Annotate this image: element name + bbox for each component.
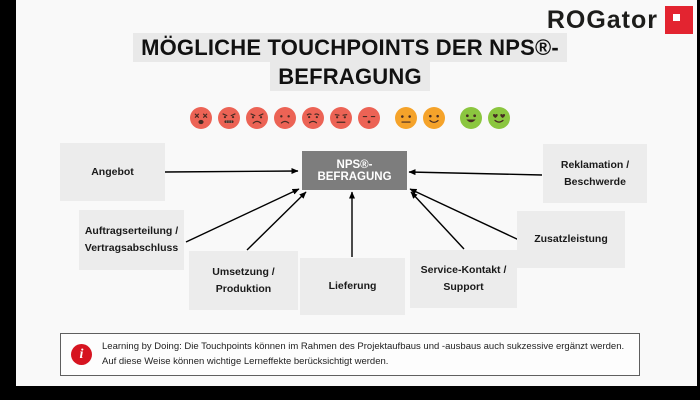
emoji-angry-gritted-teeth-face bbox=[218, 107, 240, 129]
nps-emoji-scale bbox=[0, 107, 700, 129]
touchpoint-service-kontakt: Service-Kontakt / Support bbox=[410, 250, 517, 308]
emoji-unamused-face bbox=[330, 107, 352, 129]
touchpoint-umsetzung: Umsetzung / Produktion bbox=[189, 251, 298, 310]
rogator-logo-mark-icon bbox=[665, 6, 693, 34]
left-black-bar bbox=[0, 0, 16, 386]
info-note-text: Learning by Doing: Die Touchpoints könne… bbox=[102, 341, 625, 367]
rogator-logo-text: ROGator bbox=[546, 6, 658, 34]
slide-title-line-1: MÖGLICHE TOUCHPOINTS DER NPS®- bbox=[133, 33, 567, 62]
arrow-service-kontakt-to-nps bbox=[410, 191, 465, 250]
arrow-angebot-to-nps bbox=[164, 168, 299, 175]
emoji-dead-face bbox=[190, 107, 212, 129]
touchpoint-angebot: Angebot bbox=[60, 143, 165, 201]
touchpoint-zusatzleistung: Zusatzleistung bbox=[517, 211, 625, 268]
emoji-slight-smile-face bbox=[423, 107, 445, 129]
emoji-heart-eyes-face bbox=[488, 107, 510, 129]
slide-title: MÖGLICHE TOUCHPOINTS DER NPS®- BEFRAGUNG bbox=[0, 33, 700, 91]
emoji-hushed-face bbox=[358, 107, 380, 129]
arrow-auftragserteilung-to-nps bbox=[185, 188, 300, 243]
touchpoint-lieferung: Lieferung bbox=[300, 258, 405, 315]
rogator-logo-mark-inner bbox=[673, 14, 680, 21]
emoji-frowning-face bbox=[274, 107, 296, 129]
slide-title-line-2: BEFRAGUNG bbox=[270, 62, 430, 91]
info-note: i Learning by Doing: Die Touchpoints kön… bbox=[60, 333, 640, 376]
touchpoint-reklamation: Reklamation / Beschwerde bbox=[543, 144, 647, 203]
emoji-worried-face bbox=[302, 107, 324, 129]
emoji-angry-face bbox=[246, 107, 268, 129]
arrow-reklamation-to-nps bbox=[408, 169, 543, 176]
rogator-logo: ROGator bbox=[547, 6, 693, 34]
arrow-umsetzung-to-nps bbox=[246, 191, 307, 251]
bottom-black-bar bbox=[0, 386, 700, 400]
touchpoint-auftragserteilung: Auftragserteilung / Vertragsabschluss bbox=[79, 210, 184, 270]
info-icon: i bbox=[71, 344, 92, 365]
emoji-neutral-face bbox=[395, 107, 417, 129]
arrow-zusatzleistung-to-nps bbox=[409, 188, 520, 241]
emoji-grinning-face bbox=[460, 107, 482, 129]
nps-befragung-box: NPS®-BEFRAGUNG bbox=[302, 151, 407, 190]
right-black-bar bbox=[697, 0, 700, 386]
